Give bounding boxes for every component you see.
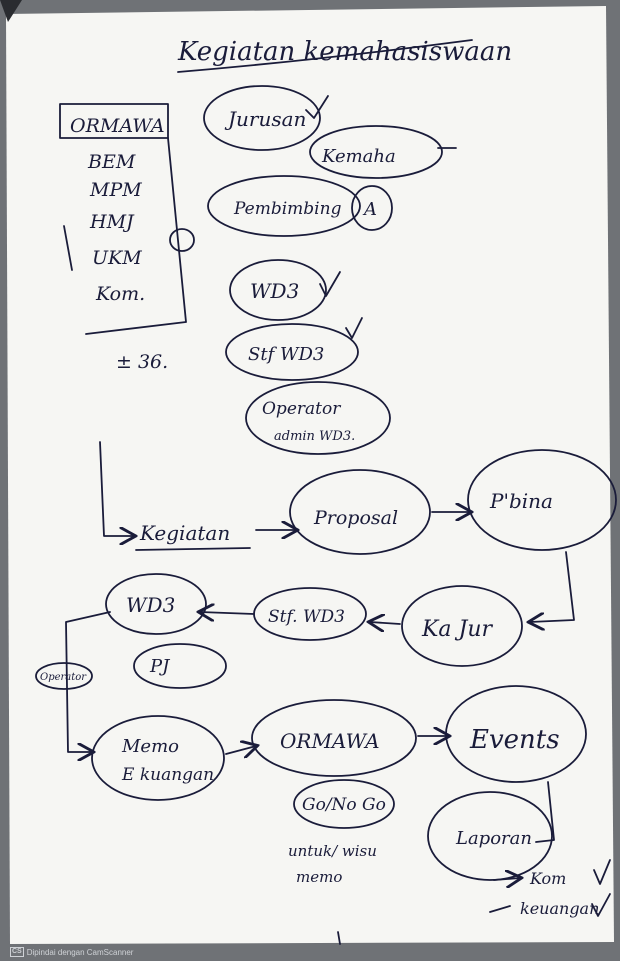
ormawa-count-note: ± 36. xyxy=(116,351,168,373)
flow-pj: PJ xyxy=(149,656,171,677)
oval-kemaha xyxy=(309,125,443,179)
role-operator: Operator xyxy=(262,399,341,419)
role-admin-wd3: admin WD3. xyxy=(274,429,355,444)
flow-note-2: memo xyxy=(296,868,342,886)
role-pembimbing: Pembimbing xyxy=(233,199,342,219)
events-to-laporan-line xyxy=(535,781,555,843)
check-jurusan xyxy=(305,95,329,119)
ormawa-item-bem: BEM xyxy=(87,151,136,173)
scanner-footer: CS Dipindai dengan CamScanner xyxy=(10,947,133,957)
ukm-count-circle xyxy=(169,228,195,252)
role-a: A xyxy=(362,199,377,220)
oval-operator xyxy=(245,381,391,455)
role-kemaha: Kemaha xyxy=(321,146,396,167)
ormawa-item-kom: Kom. xyxy=(95,283,145,305)
flow-memo: Memo xyxy=(121,736,179,757)
paper-sheet xyxy=(6,6,614,944)
arrow-stf-wd3 xyxy=(200,612,255,614)
oval-a xyxy=(351,185,393,231)
ormawa-item-mpm: MPM xyxy=(89,179,142,201)
role-jurusan: Jurusan xyxy=(224,107,306,131)
oval-events xyxy=(445,685,587,783)
oval-kajur xyxy=(401,585,523,667)
dark-corner xyxy=(0,0,22,22)
ormawa-header-box xyxy=(59,103,169,139)
flow-gonogo: Go/No Go xyxy=(302,795,386,815)
ormawa-header: ORMAWA xyxy=(70,115,165,137)
flow-wd3: WD3 xyxy=(126,593,175,617)
oval-stf-wd3 xyxy=(225,323,359,381)
flow-ekuangan: E kuangan xyxy=(121,765,214,785)
oval-wd3 xyxy=(229,259,327,321)
flow-pembina: P'bina xyxy=(489,489,553,513)
bottom-mark xyxy=(337,931,341,945)
flow-ormawa: ORMAWA xyxy=(280,729,380,753)
check-kom xyxy=(593,859,611,885)
oval-jurusan xyxy=(203,85,321,151)
camscanner-logo: CS xyxy=(10,947,24,957)
flow-operator: Operator xyxy=(40,672,87,683)
left-branch-line xyxy=(65,611,111,752)
flow-proposal: Proposal xyxy=(313,507,398,529)
check-stf-wd3 xyxy=(345,317,363,339)
check-item-kom: Kom xyxy=(529,869,566,888)
ormawa-item-hmj: HMJ xyxy=(89,211,135,233)
ormawa-list-bracket xyxy=(85,137,187,335)
ormawa-left-tick xyxy=(63,225,73,271)
oval-memo xyxy=(91,715,225,801)
flow-kajur: Ka Jur xyxy=(421,617,494,642)
title-underline xyxy=(177,39,473,73)
role-stf-wd3: Stf WD3 xyxy=(248,344,324,365)
ormawa-to-kegiatan-line xyxy=(99,441,134,536)
arrow-laporan-kom xyxy=(493,878,520,880)
oval-pembina xyxy=(467,449,617,551)
ormawa-item-ukm: UKM xyxy=(92,247,142,269)
flow-kegiatan: Kegiatan xyxy=(139,521,230,545)
oval-ormawa-flow xyxy=(251,699,417,777)
arrow-pembina-kajur xyxy=(530,551,575,622)
arrow-memo-ormawa xyxy=(225,746,256,754)
flow-stf-wd3: Stf. WD3 xyxy=(268,607,345,627)
oval-pj xyxy=(133,643,227,689)
flow-events: Events xyxy=(469,725,560,755)
oval-operator-flow xyxy=(35,662,93,690)
check-item-keuangan: keuangan xyxy=(520,899,599,918)
oval-wd3-flow xyxy=(105,573,207,635)
kegiatan-underline xyxy=(135,547,251,551)
flow-laporan: Laporan xyxy=(455,828,532,849)
keuangan-dash xyxy=(489,905,511,913)
oval-gonogo xyxy=(293,779,395,829)
oval-proposal xyxy=(289,469,431,555)
scanner-footer-text: Dipindai dengan CamScanner xyxy=(26,947,134,957)
check-wd3 xyxy=(319,271,341,297)
oval-pembimbing xyxy=(207,175,361,237)
role-wd3: WD3 xyxy=(250,279,299,303)
flow-note-1: untuk/ wisu xyxy=(288,842,377,860)
oval-laporan xyxy=(427,791,553,881)
arrow-kajur-stf xyxy=(370,622,401,624)
check-keuangan xyxy=(591,893,611,917)
